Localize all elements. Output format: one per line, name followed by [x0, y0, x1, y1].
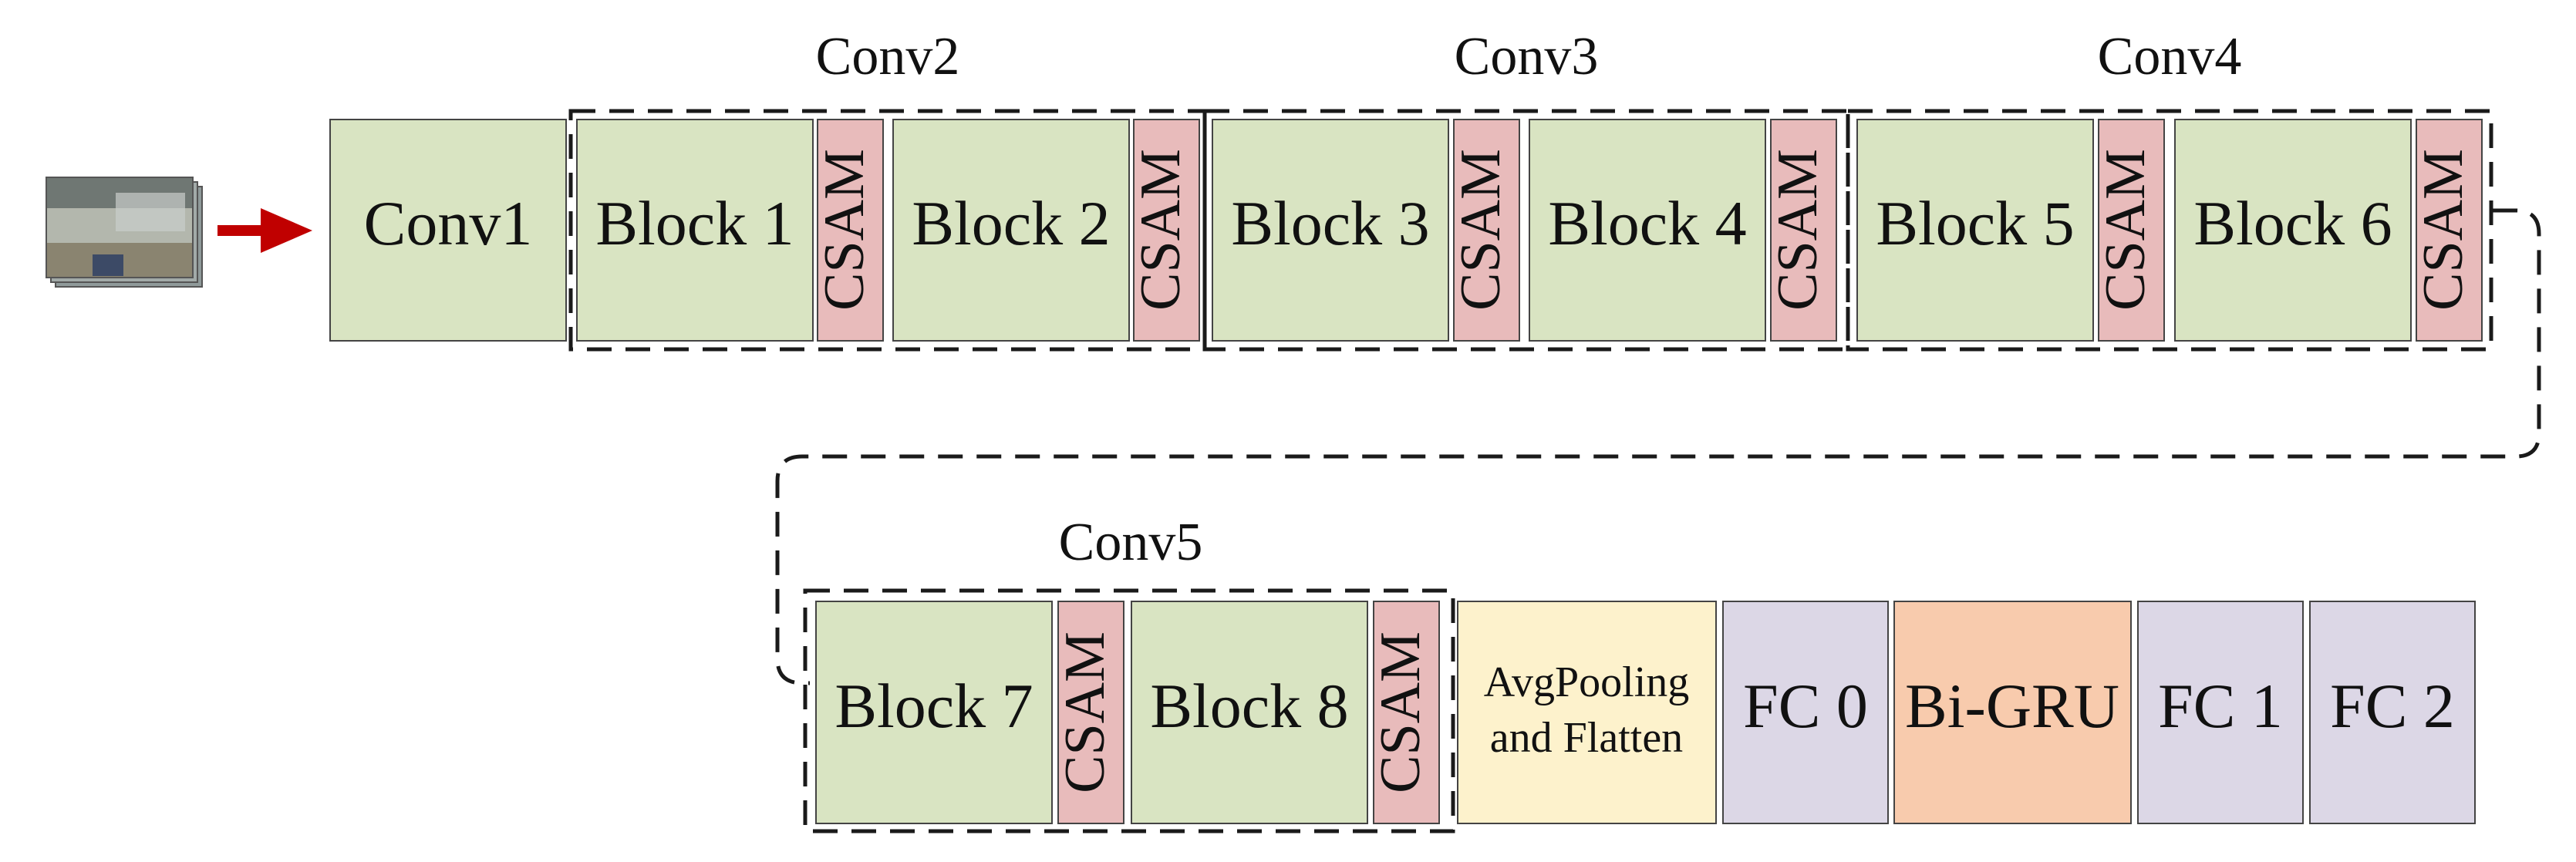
csam-label-6: CSAM: [2412, 149, 2475, 311]
conv5-group: [803, 588, 1455, 833]
block4-box: [1529, 119, 1766, 342]
avgpool-label-line2: and Flatten: [1490, 714, 1683, 762]
block7-label: Block 7: [835, 671, 1033, 741]
conv1-label: Conv1: [364, 188, 533, 258]
csam-box-4: [1770, 119, 1837, 342]
input-image-stack: [46, 177, 203, 288]
csam-label-8: CSAM: [1369, 631, 1432, 793]
row-connector: [775, 208, 2541, 685]
bigru-box: [1893, 601, 2132, 824]
block1-label: Block 1: [595, 188, 794, 258]
avgpool-box: [1457, 601, 1717, 824]
block8-label: Block 8: [1150, 671, 1348, 741]
block2-box: [892, 119, 1130, 342]
conv4-group: [1846, 109, 2493, 352]
block6-box: [2174, 119, 2412, 342]
input-arrow: [217, 208, 312, 253]
conv4-title: Conv4: [2098, 27, 2242, 86]
csam-label-1: CSAM: [813, 149, 876, 311]
block5-label: Block 5: [1876, 188, 2074, 258]
block3-label: Block 3: [1231, 188, 1429, 258]
csam-label-4: CSAM: [1766, 149, 1829, 311]
block2-label: Block 2: [912, 188, 1110, 258]
block3-box: [1212, 119, 1449, 342]
csam-label-3: CSAM: [1449, 149, 1512, 311]
fc1-label: FC 1: [2158, 671, 2283, 741]
csam-box-1: [817, 119, 884, 342]
csam-label-5: CSAM: [2094, 149, 2157, 311]
fc0-box: [1722, 601, 1889, 824]
csam-label-7: CSAM: [1054, 631, 1117, 793]
csam-box-2: [1133, 119, 1200, 342]
block4-label: Block 4: [1548, 188, 1746, 258]
block1-box: [576, 119, 814, 342]
bigru-label: Bi-GRU: [1905, 671, 2119, 741]
block6-label: Block 6: [2193, 188, 2392, 258]
csam-box-5: [2098, 119, 2165, 342]
csam-box-3: [1453, 119, 1520, 342]
fc2-box: [2309, 601, 2476, 824]
csam-label-2: CSAM: [1129, 149, 1192, 311]
block8-box: [1131, 601, 1368, 824]
csam-box-7: [1057, 601, 1124, 824]
block5-box: [1856, 119, 2094, 342]
csam-box-6: [2416, 119, 2483, 342]
fc1-box: [2137, 601, 2304, 824]
conv2-title: Conv2: [816, 27, 960, 86]
conv3-title: Conv3: [1455, 27, 1599, 86]
block7-box: [815, 601, 1053, 824]
csam-box-8: [1373, 601, 1440, 824]
fc0-label: FC 0: [1743, 671, 1868, 741]
conv3-group: [1202, 109, 1850, 352]
conv1-box: [329, 119, 567, 342]
conv5-title: Conv5: [1059, 513, 1203, 572]
avgpool-label-line1: AvgPooling: [1484, 658, 1690, 706]
fc2-label: FC 2: [2330, 671, 2455, 741]
